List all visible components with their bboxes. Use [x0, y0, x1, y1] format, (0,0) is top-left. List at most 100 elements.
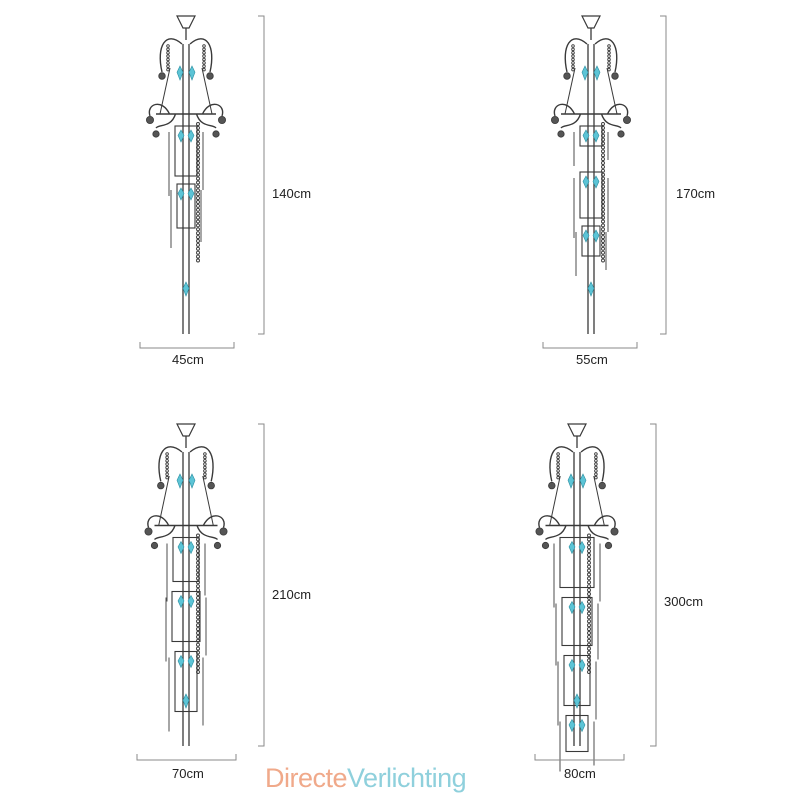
frame-box	[565, 714, 589, 753]
chain-link	[601, 254, 605, 259]
width-bracket	[139, 342, 235, 349]
crystal-drop	[188, 473, 196, 489]
chain-link	[601, 129, 605, 134]
arm-curve	[594, 38, 618, 73]
crystal-ball	[548, 481, 556, 490]
chain-link	[196, 576, 200, 581]
chain-link	[601, 242, 605, 247]
crystal-drop	[587, 281, 595, 297]
chain-link	[601, 231, 605, 236]
chain-link	[196, 231, 200, 236]
chain-link	[196, 533, 200, 538]
chain-link	[196, 545, 200, 550]
height-label-3: 210cm	[272, 587, 312, 602]
crystal-drop	[188, 65, 196, 81]
crystal-drop	[578, 718, 586, 733]
crystal-ball	[217, 116, 226, 125]
chain-link	[196, 137, 200, 142]
chain-link	[203, 465, 207, 470]
width-bracket	[136, 754, 237, 761]
frame-box	[559, 536, 595, 589]
chain-link	[165, 455, 169, 460]
frame-box	[176, 183, 196, 229]
height-bracket	[258, 15, 265, 335]
chain-link	[196, 145, 200, 150]
crystal-ball	[563, 72, 571, 80]
chain-link	[196, 246, 200, 251]
crystal-ball	[144, 527, 153, 536]
chain-link	[202, 67, 206, 72]
chain-link	[571, 64, 575, 69]
chain-link	[196, 133, 200, 138]
arm-curve	[189, 446, 214, 482]
arm-curve	[195, 113, 217, 129]
chain-link	[587, 646, 591, 651]
chain-link	[166, 57, 170, 62]
chain-link	[166, 61, 170, 65]
crystal-drop	[578, 658, 586, 673]
frame-box	[579, 171, 603, 219]
arm-curve	[587, 525, 610, 541]
chain-link	[196, 541, 200, 546]
chain-link	[196, 184, 200, 189]
chain-link	[203, 455, 207, 460]
chain-link	[196, 599, 200, 604]
arm-curve	[202, 515, 225, 528]
crystal-ball	[598, 481, 606, 490]
chain-link	[165, 472, 169, 477]
frame-box	[579, 125, 603, 147]
chain-link	[571, 54, 575, 58]
chain-link	[196, 654, 200, 659]
chain-link	[587, 553, 591, 557]
chain-link	[556, 459, 560, 463]
chain-link	[166, 67, 170, 72]
width-label-4: 80cm	[564, 766, 596, 781]
chain-link	[196, 227, 200, 232]
chain-link	[594, 459, 598, 463]
chain-link	[601, 219, 605, 224]
chain-link	[607, 47, 611, 52]
chain-link	[601, 164, 605, 169]
chain-link	[203, 462, 207, 466]
chain-link	[601, 141, 605, 146]
chain-link	[587, 533, 591, 538]
crystal-ball	[610, 527, 619, 536]
chain-link	[587, 666, 591, 671]
chain-link	[196, 537, 200, 542]
arm-curve	[564, 38, 588, 73]
chain-link	[196, 149, 200, 154]
chain-link	[196, 122, 200, 126]
chain-link	[196, 219, 200, 224]
chain-link	[203, 459, 207, 463]
chain-link	[607, 67, 611, 72]
arm-curve	[544, 525, 567, 541]
chain-link	[607, 54, 611, 58]
crystal-drop	[177, 540, 185, 555]
chain-link	[601, 125, 605, 130]
chain-link	[587, 556, 591, 561]
ceiling-canopy	[176, 423, 196, 437]
chain-link	[587, 662, 591, 667]
height-label-4: 300cm	[664, 594, 704, 609]
chain-link	[571, 44, 575, 48]
height-label-2: 170cm	[676, 186, 716, 201]
chain-link	[587, 658, 591, 663]
chain-link	[165, 459, 169, 463]
chain-link	[594, 452, 598, 456]
crystal-drop	[187, 129, 195, 143]
chain-link	[196, 642, 200, 647]
chain-link	[556, 455, 560, 460]
chain-link	[196, 254, 200, 259]
chain-link	[196, 615, 200, 620]
chain-link	[587, 607, 591, 612]
chain-link	[587, 670, 591, 674]
crystal-drop	[187, 654, 195, 669]
chain-link	[601, 153, 605, 158]
chain-link	[571, 67, 575, 72]
chain-link	[196, 125, 200, 130]
chain-link	[587, 638, 591, 643]
chain-link	[556, 469, 560, 473]
crystal-drop	[177, 129, 185, 143]
chain-link	[196, 556, 200, 561]
chain-link	[196, 549, 200, 554]
